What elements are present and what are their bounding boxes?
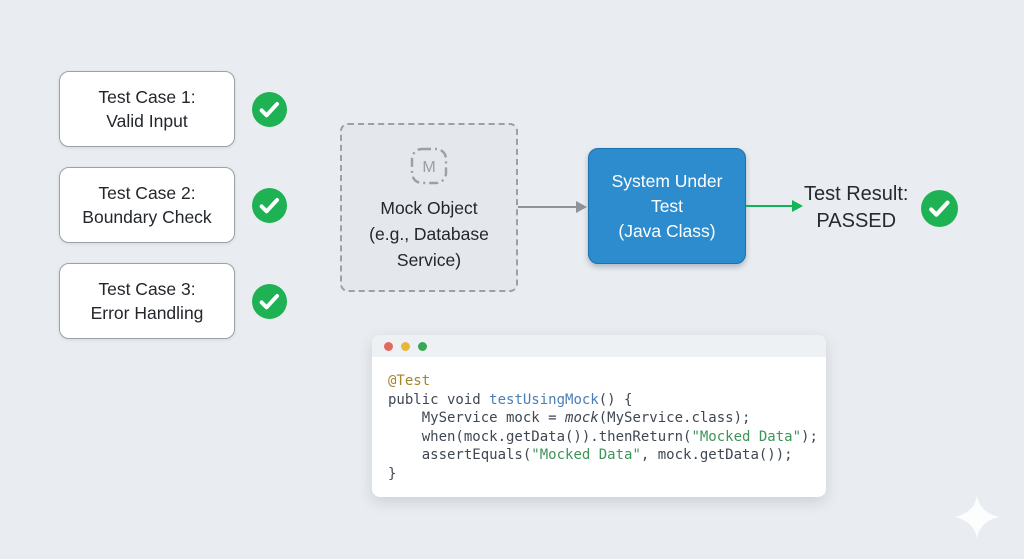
code-line: @Test <box>388 373 431 389</box>
arrow-line <box>746 204 792 208</box>
maximize-dot <box>418 341 427 351</box>
test-case-row: Test Case 3: Error Handling <box>59 263 287 339</box>
mock-m-icon: M <box>409 146 449 191</box>
code-content: @Test public void testUsingMock() { MySer… <box>372 357 826 497</box>
code-line: MyService mock = mock(MyService.class); <box>388 410 751 426</box>
code-line: when(mock.getData()).thenReturn("Mocked … <box>388 428 818 445</box>
test-case-label: Test Case 3: Error Handling <box>90 279 204 323</box>
mock-object-label: Mock Object (e.g., Database Service) <box>369 198 489 270</box>
mock-object-box: M Mock Object (e.g., Database Service) <box>340 123 518 292</box>
code-line: public void testUsingMock() { <box>388 391 633 408</box>
system-under-test-box: System Under Test (Java Class) <box>588 148 746 264</box>
code-line: } <box>388 465 397 482</box>
arrow-head <box>576 201 587 213</box>
test-result: Test Result: PASSED <box>804 181 959 235</box>
test-case-box: Test Case 2: Boundary Check <box>59 167 235 243</box>
test-case-label: Test Case 1: Valid Input <box>98 87 196 131</box>
test-case-row: Test Case 1: Valid Input <box>59 71 287 147</box>
svg-text:M: M <box>422 159 435 176</box>
window-titlebar <box>372 335 826 357</box>
test-case-row: Test Case 2: Boundary Check <box>59 167 287 243</box>
test-case-list: Test Case 1: Valid Input Test Case 2: Bo… <box>59 71 287 339</box>
check-icon <box>252 283 287 319</box>
code-line: assertEquals("Mocked Data", mock.getData… <box>388 447 793 463</box>
test-case-label: Test Case 2: Boundary Check <box>82 183 212 227</box>
system-under-test-label: System Under Test (Java Class) <box>611 170 723 241</box>
arrow-head <box>792 200 803 212</box>
check-icon <box>252 91 287 127</box>
sparkle-icon <box>954 494 1000 545</box>
arrow-mock-to-sut <box>518 199 587 215</box>
test-case-box: Test Case 1: Valid Input <box>59 71 235 147</box>
check-icon <box>921 189 959 227</box>
arrow-sut-to-result <box>746 198 803 214</box>
check-icon <box>252 187 287 223</box>
test-case-box: Test Case 3: Error Handling <box>59 263 235 339</box>
close-dot <box>384 341 393 351</box>
test-result-label: Test Result: PASSED <box>804 183 909 232</box>
arrow-line <box>518 205 576 209</box>
code-window: @Test public void testUsingMock() { MySer… <box>372 335 826 497</box>
minimize-dot <box>401 341 410 351</box>
